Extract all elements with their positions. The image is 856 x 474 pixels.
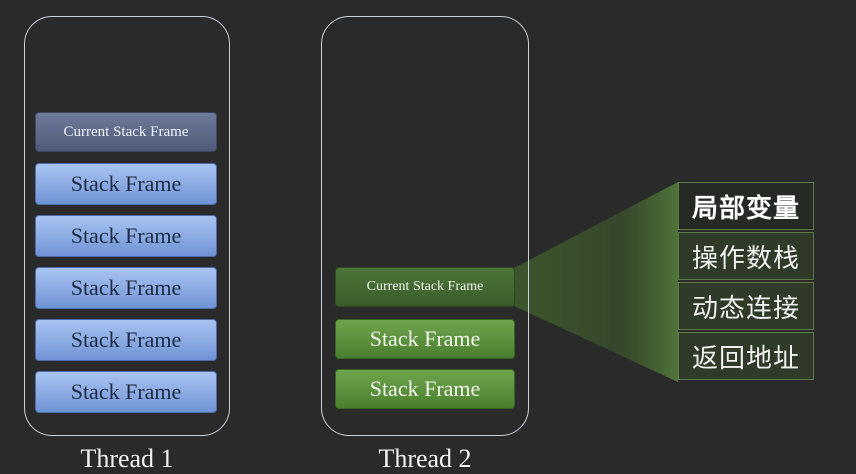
thread-2-container (321, 16, 529, 436)
frame-content-local-variables: 局部变量 (678, 182, 814, 230)
thread-2-label: Thread 2 (378, 444, 472, 473)
thread-1-stack-frame: Stack Frame (35, 163, 217, 205)
frame-content-operand-stack: 操作数栈 (678, 232, 814, 280)
thread-1-current-stack-frame: Current Stack Frame (35, 112, 217, 152)
frame-content-return-address: 返回地址 (678, 332, 814, 380)
thread-1-container (24, 16, 230, 436)
thread-2-stack-frame: Stack Frame (335, 319, 515, 359)
thread-1-stack-frame: Stack Frame (35, 371, 217, 413)
thread-1-stack-frame: Stack Frame (35, 267, 217, 309)
thread-1-stack-frame: Stack Frame (35, 319, 217, 361)
thread-1-label: Thread 1 (80, 444, 174, 473)
thread-1-stack-frame: Stack Frame (35, 215, 217, 257)
frame-content-dynamic-linking: 动态连接 (678, 282, 814, 330)
thread-2-current-stack-frame: Current Stack Frame (335, 267, 515, 307)
thread-2-stack-frame: Stack Frame (335, 369, 515, 409)
